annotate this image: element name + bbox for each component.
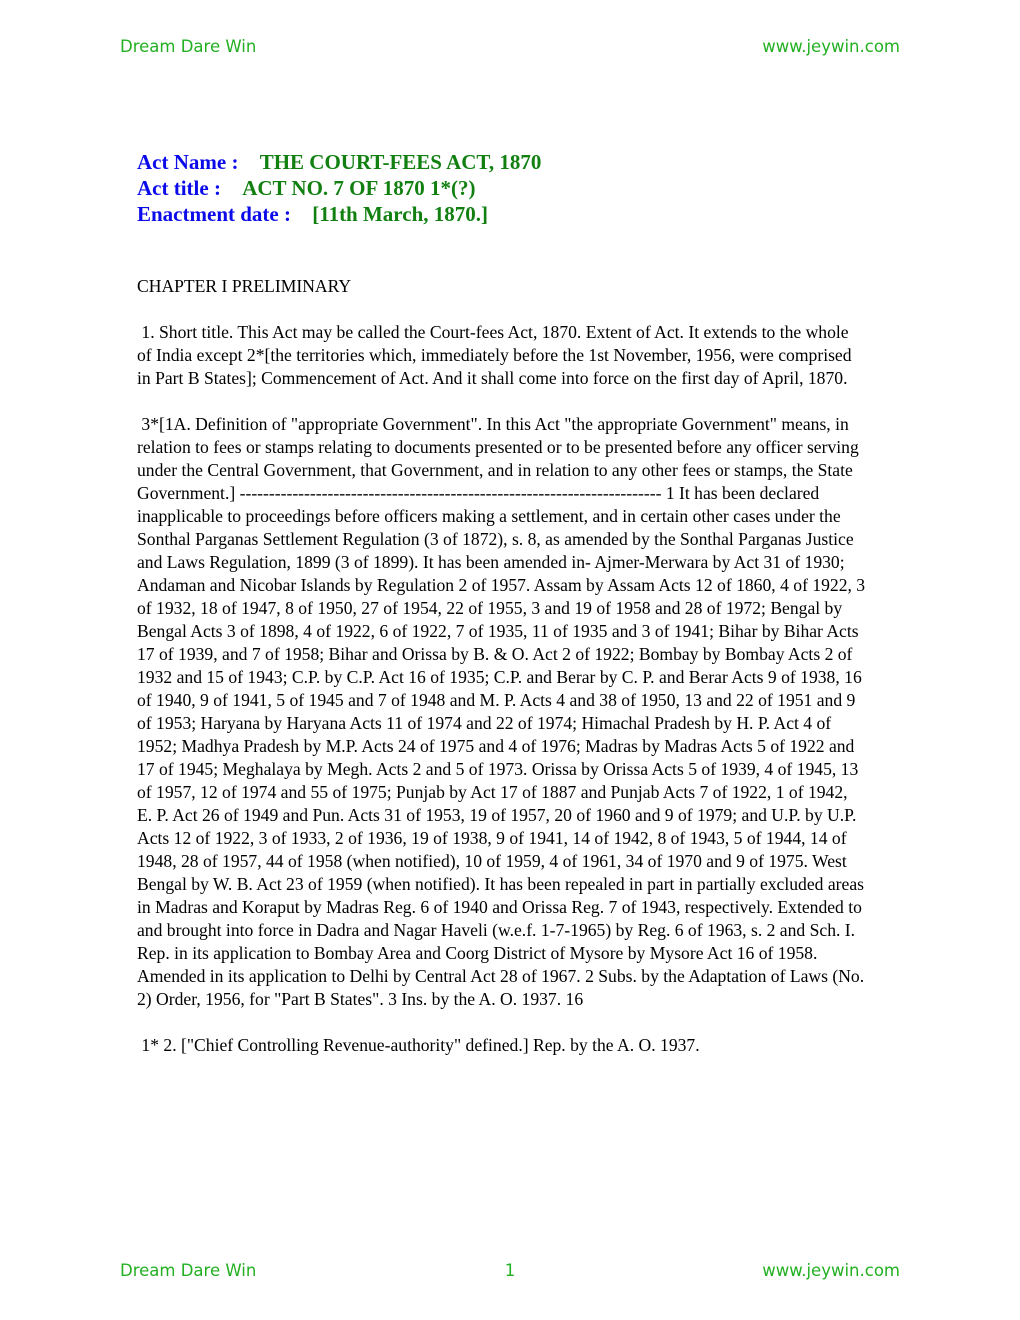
act-metadata: Act Name : THE COURT-FEES ACT, 1870 Act … [137,149,541,227]
header-website-text: www.jeywin.com [762,37,900,56]
header-brand-text: Dream Dare Win [120,37,257,56]
footer-brand-text: Dream Dare Win [120,1261,257,1280]
enactment-date-row: Enactment date : [11th March, 1870.] [137,201,541,227]
act-title-value: ACT NO. 7 OF 1870 1*(?) [242,176,476,200]
act-name-label: Act Name : [137,150,239,174]
enactment-date-value: [11th March, 1870.] [312,202,488,226]
act-name-row: Act Name : THE COURT-FEES ACT, 1870 [137,149,541,175]
enactment-date-label: Enactment date : [137,202,291,226]
page-footer: Dream Dare Win 1 www.jeywin.com [120,1261,900,1280]
act-title-label: Act title : [137,176,221,200]
section-2-paragraph: 1* 2. ["Chief Controlling Revenue-author… [137,1035,700,1055]
section-1-paragraph: 1. Short title. This Act may be called t… [137,322,856,388]
document-body: CHAPTER I PRELIMINARY 1. Short title. Th… [137,275,867,1080]
footer-website-text: www.jeywin.com [762,1261,900,1280]
page-header: Dream Dare Win www.jeywin.com [120,37,900,56]
act-title-row: Act title : ACT NO. 7 OF 1870 1*(?) [137,175,541,201]
section-1a-paragraph: 3*[1A. Definition of "appropriate Govern… [137,414,870,1009]
chapter-heading: CHAPTER I PRELIMINARY [137,276,352,296]
act-name-value: THE COURT-FEES ACT, 1870 [259,150,542,174]
